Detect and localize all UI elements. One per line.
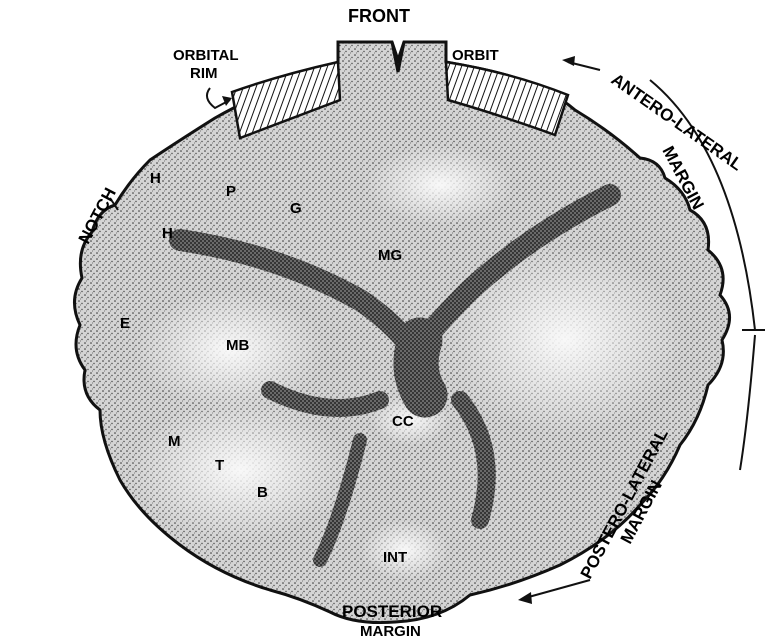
label-front: FRONT: [348, 6, 410, 26]
label-region-t: T: [215, 457, 224, 474]
label-orbital-rim-2: RIM: [190, 65, 218, 82]
label-region-cc: CC: [392, 413, 414, 430]
label-orbital-rim-1: ORBITAL: [173, 47, 239, 64]
postero-lateral-leader: [525, 580, 590, 598]
label-posterior: POSTERIOR: [342, 602, 442, 621]
label-region-mg: MG: [378, 247, 402, 264]
region-light-front: [365, 145, 515, 225]
label-region-h-lower: H: [162, 225, 173, 242]
label-posterior-margin: MARGIN: [360, 623, 421, 640]
antero-lateral-arrowhead: [562, 56, 575, 66]
label-region-b: B: [257, 484, 268, 501]
label-orbit: ORBIT: [452, 47, 499, 64]
label-region-m: M: [168, 433, 181, 450]
groove-center: [416, 340, 425, 395]
label-region-int: INT: [383, 549, 407, 566]
region-light-lower-left: [130, 400, 350, 540]
label-region-mb: MB: [226, 337, 249, 354]
postero-lateral-arc: [740, 335, 755, 470]
label-region-p: P: [226, 183, 236, 200]
label-region-g: G: [290, 200, 302, 217]
postero-lateral-arrowhead: [518, 592, 532, 604]
label-region-h-upper: H: [150, 170, 161, 187]
label-region-e: E: [120, 315, 130, 332]
